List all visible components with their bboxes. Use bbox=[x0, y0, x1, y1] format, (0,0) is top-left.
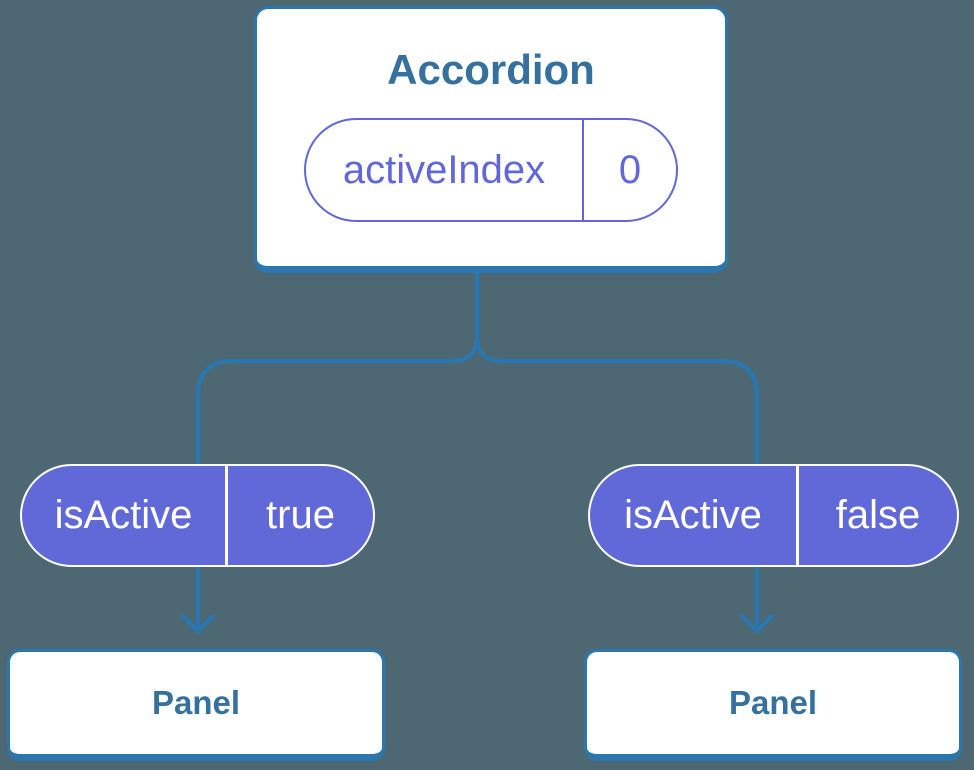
connector-left-branch bbox=[195, 272, 480, 627]
state-pill-name: activeIndex bbox=[306, 120, 584, 220]
prop-pill-right: isActive false bbox=[588, 464, 959, 567]
prop-pill-right-name: isActive bbox=[590, 466, 799, 565]
prop-pill-right-value: false bbox=[835, 493, 921, 537]
accordion-node: Accordion activeIndex 0 bbox=[254, 6, 728, 273]
panel-node-right-title: Panel bbox=[728, 684, 818, 721]
prop-pill-left-value: true bbox=[266, 493, 335, 537]
panel-node-right: Panel bbox=[584, 649, 962, 761]
panel-node-left-title: Panel bbox=[151, 684, 241, 721]
panel-node-left: Panel bbox=[7, 649, 385, 761]
connector-right-branch bbox=[474, 272, 760, 627]
accordion-node-title: Accordion bbox=[387, 46, 595, 93]
state-pill: activeIndex 0 bbox=[304, 118, 678, 222]
arrowhead-right-icon bbox=[739, 613, 775, 635]
prop-pill-left: isActive true bbox=[20, 464, 375, 567]
arrowhead-left-icon bbox=[180, 613, 216, 635]
prop-pill-left-name: isActive bbox=[22, 466, 228, 565]
state-pill-value: 0 bbox=[618, 147, 642, 192]
